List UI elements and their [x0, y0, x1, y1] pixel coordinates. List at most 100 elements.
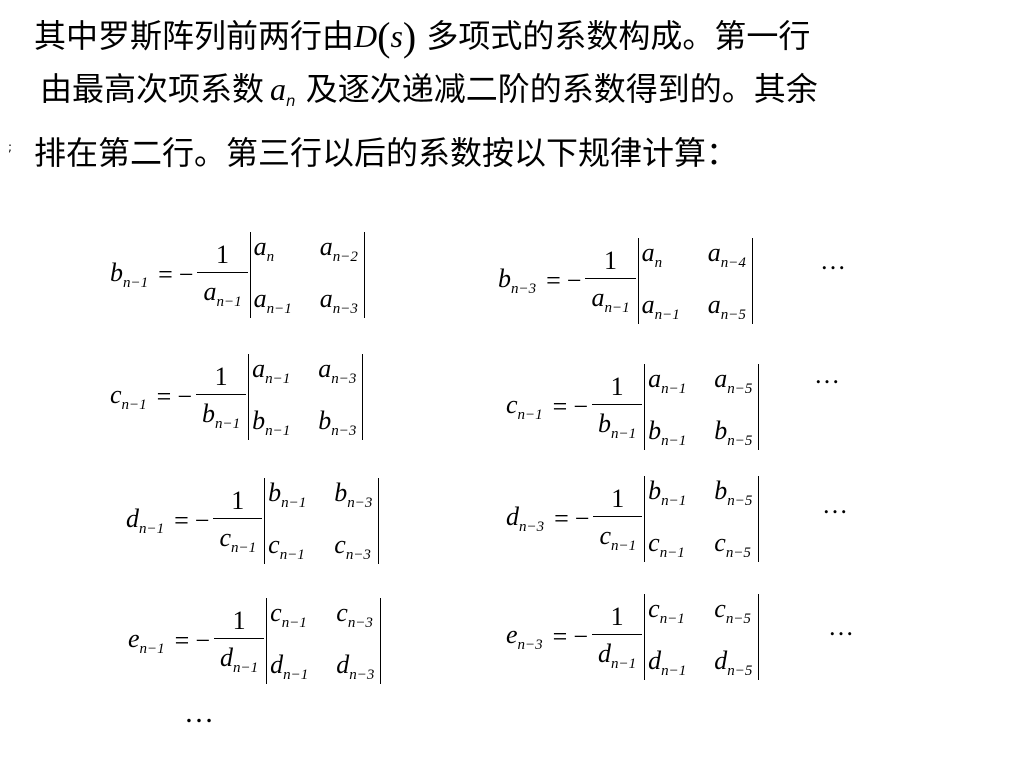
cell-subscript: n−5 [727, 381, 753, 397]
fraction-numerator: 1 [611, 483, 625, 513]
cell-var: b [648, 476, 662, 505]
text-segment: 多项式的系数构成。第一行 [416, 17, 811, 55]
equals-sign: = [554, 504, 569, 533]
cell-subscript: n−3 [347, 495, 373, 511]
formula-lhs: cn−1 [506, 390, 543, 424]
lhs-subscript: n−1 [121, 397, 147, 413]
formula-lhs: cn−1 [110, 380, 147, 414]
lhs-var: c [110, 380, 122, 409]
det-cell-4: bn−3 [318, 406, 356, 440]
symbol-D: D [354, 18, 378, 54]
equals-sign: = [552, 622, 568, 651]
den-var: c [599, 520, 612, 550]
minus-sign: − [574, 504, 590, 533]
cell-subscript: n−1 [265, 371, 291, 387]
minus-sign: − [194, 506, 210, 535]
det-cell-4: dn−5 [714, 646, 752, 680]
fraction: 1 an−1 [585, 246, 636, 317]
det-cell-1: an−1 [252, 354, 290, 388]
cell-var: c [336, 598, 348, 627]
fraction-numerator: 1 [610, 601, 624, 631]
det-cell-2: an−5 [714, 364, 752, 398]
cell-subscript: n [266, 249, 275, 265]
cell-var: a [641, 290, 655, 319]
cell-var: d [714, 646, 728, 675]
formula-b-n-1: bn−1 = − 1 an−1 an an−2 an−1 an−3 [110, 232, 365, 318]
det-cell-3: bn−1 [648, 416, 686, 450]
det-cell-2: an−4 [708, 238, 746, 272]
formula-lhs: bn−1 [110, 258, 148, 292]
lhs-subscript: n−1 [517, 407, 543, 423]
equals-sign: = [156, 382, 172, 411]
den-subscript: n−1 [611, 537, 637, 554]
lhs-subscript: n−1 [139, 641, 165, 657]
cell-subscript: n−2 [332, 249, 358, 265]
det-cell-2: an−3 [318, 354, 356, 388]
cell-var: c [270, 598, 282, 627]
formula-c-n-1-left: cn−1 = − 1 bn−1 an−1 an−3 bn−1 bn−3 [110, 354, 364, 440]
lhs-var: b [498, 264, 511, 293]
determinant: an−1 an−5 bn−1 bn−5 [644, 364, 760, 450]
den-var: a [203, 276, 217, 306]
den-subscript: n−1 [215, 415, 241, 432]
determinant: cn−1 cn−5 dn−1 dn−5 [644, 594, 760, 680]
cell-subscript: n−1 [659, 545, 685, 561]
cell-var: b [268, 478, 282, 507]
fraction-numerator: 1 [214, 361, 228, 391]
determinant: an an−2 an−1 an−3 [249, 232, 365, 318]
cell-subscript: n−3 [331, 371, 357, 387]
cell-subscript: n−1 [265, 423, 291, 439]
lhs-var: c [506, 390, 518, 419]
cell-subscript: n−1 [654, 307, 680, 323]
det-cell-4: bn−5 [714, 416, 752, 450]
den-subscript: n−1 [231, 539, 257, 556]
cell-subscript: n−3 [332, 301, 358, 317]
cell-subscript: n−5 [725, 611, 751, 627]
symbol-a: a [270, 71, 287, 107]
lhs-subscript: n−1 [123, 275, 149, 291]
cell-var: a [714, 364, 728, 393]
det-cell-3: an−1 [254, 284, 292, 318]
equals-sign: = [174, 506, 189, 535]
det-cell-4: an−5 [708, 290, 746, 324]
minus-sign: − [177, 382, 193, 411]
cell-subscript: n−1 [661, 433, 687, 449]
cell-subscript: n−5 [725, 545, 751, 561]
cell-var: c [714, 594, 726, 623]
den-subscript: n−1 [611, 655, 637, 672]
ellipsis-row-2: … [814, 360, 840, 389]
equals-sign: = [552, 392, 568, 421]
equals-sign: = [174, 626, 190, 655]
den-var: d [220, 642, 234, 672]
det-cell-2: cn−5 [714, 594, 752, 628]
det-cell-4: dn−3 [336, 650, 374, 684]
den-var: b [202, 398, 216, 428]
cell-subscript: n−5 [727, 433, 753, 449]
fraction-numerator: 1 [610, 371, 624, 401]
text-segment: 其中罗斯阵列前两行由 [34, 17, 355, 55]
fraction-denominator: an−1 [585, 277, 636, 317]
fraction: 1 dn−1 [592, 601, 643, 673]
cell-subscript: n−1 [281, 495, 307, 511]
det-cell-1: an−1 [648, 364, 686, 398]
det-cell-3: bn−1 [252, 406, 290, 440]
determinant: bn−1 bn−5 cn−1 cn−5 [644, 476, 760, 562]
det-cell-1: bn−1 [648, 476, 686, 510]
det-cell-1: an [254, 232, 292, 266]
cell-var: a [253, 284, 267, 313]
fraction: 1 dn−1 [214, 606, 265, 677]
cell-var: a [648, 364, 662, 393]
fraction-denominator: bn−1 [196, 393, 247, 433]
cell-subscript: n−5 [727, 493, 753, 509]
cell-subscript: n−3 [349, 667, 375, 683]
equals-sign: = [546, 266, 561, 295]
den-subscript: n−1 [233, 659, 259, 676]
paren-open: ( [377, 14, 391, 59]
cell-var: a [707, 238, 721, 267]
text-segment: 由最高次项系数 [40, 70, 265, 108]
minus-sign: − [573, 622, 589, 651]
formula-e-n-3: en−3 = − 1 dn−1 cn−1 cn−5 dn−1 dn−5 [506, 594, 760, 680]
det-cell-2: cn−3 [336, 598, 374, 632]
